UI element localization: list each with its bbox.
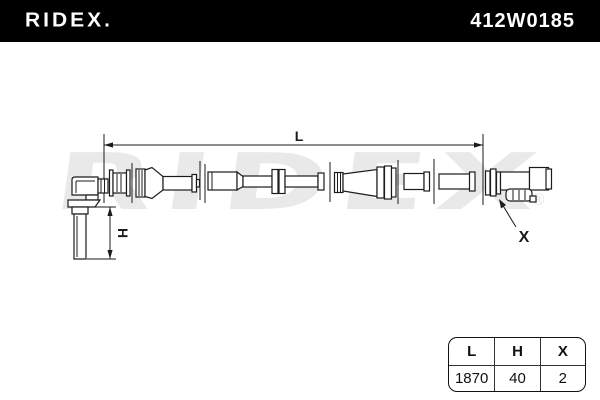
arrowhead-top — [107, 207, 113, 216]
spec-col-header-L: L — [467, 342, 477, 360]
arrowhead-bottom — [107, 250, 113, 259]
spec-value-H: 40 — [494, 364, 540, 391]
cable-clamp-ring — [278, 168, 286, 195]
connector-body — [499, 171, 531, 191]
sensor-ferrule — [97, 178, 109, 194]
height-label: H — [115, 228, 131, 238]
brand-logo: RIDEX. — [25, 9, 114, 32]
length-label: L — [295, 128, 304, 144]
cable-middle-sleeve — [207, 168, 325, 195]
dimension-height: H — [87, 206, 131, 260]
callout-connector: X — [499, 199, 530, 246]
cable-clamp-ring — [271, 168, 279, 195]
sensor-probe — [73, 213, 87, 260]
spec-value-X: 2 — [539, 364, 585, 391]
spec-table: L H X 1870 40 2 — [448, 337, 586, 392]
cable-boot-left — [135, 166, 201, 200]
cable-boot-right — [333, 165, 397, 200]
sensor-cable — [108, 165, 476, 200]
cable-grommet-left — [108, 169, 131, 197]
registered-mark: ® — [532, 190, 545, 209]
arrowhead-right — [474, 142, 483, 148]
probe-collar — [71, 206, 89, 215]
sensor-body — [67, 176, 109, 260]
spec-col-header-X: X — [539, 338, 585, 365]
connector-label: X — [519, 229, 530, 246]
arrowhead-left — [104, 142, 113, 148]
plug-connector — [484, 166, 553, 203]
spec-col-header-H: H — [494, 338, 539, 365]
header-bar: RIDEX. 412W0185 — [0, 0, 600, 42]
part-number: 412W0185 — [470, 9, 575, 32]
cable-break-lines — [131, 159, 435, 204]
arrowhead-x — [499, 199, 506, 209]
spec-value-L: 1870 — [449, 364, 495, 392]
cable-end-segments — [403, 171, 476, 192]
